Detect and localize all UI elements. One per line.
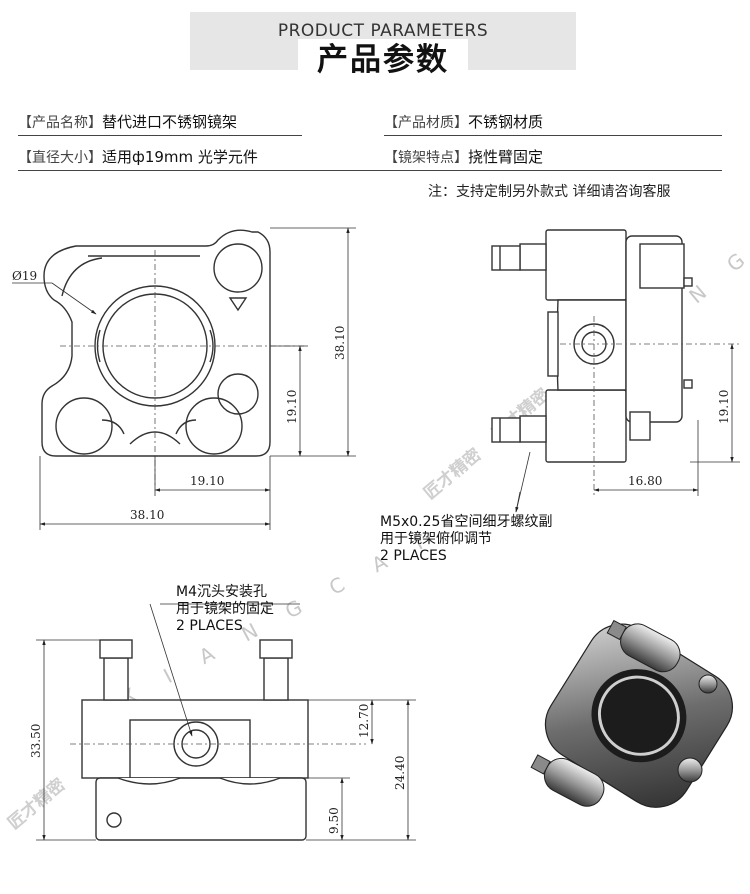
param-value: 挠性臂固定 xyxy=(468,148,544,166)
param-value: 替代进口不锈钢镜架 xyxy=(102,113,238,131)
technical-drawing: X I A N G C A I X I A N G C A I 匠才精密 匠才精… xyxy=(4,210,750,841)
param-label: 【产品材质】 xyxy=(384,115,468,131)
param-product-name: 【产品名称】替代进口不锈钢镜架 xyxy=(18,111,302,136)
watermark-logo-3: 匠才精密 xyxy=(4,774,70,834)
callout-m5-line1: M5x0.25省空间细牙螺纹副 xyxy=(380,514,553,530)
side-view-centerlines xyxy=(560,316,740,496)
dim-diameter: Ø19 xyxy=(12,269,37,283)
callout-m4-hole: M4沉头安装孔 用于镜架的固定 2 PLACES xyxy=(176,584,274,635)
dim-front-half-width: 19.10 xyxy=(190,474,224,488)
callout-m5-thread: M5x0.25省空间细牙螺纹副 用于镜架俯仰调节 2 PLACES xyxy=(380,514,552,565)
param-label: 【产品名称】 xyxy=(18,115,102,131)
watermark-logo: 匠才精密 xyxy=(420,444,486,504)
product-3d-render xyxy=(530,619,733,808)
param-value: 适用ф19mm 光学元件 xyxy=(102,148,258,166)
param-material: 【产品材质】不锈钢材质 xyxy=(384,111,722,136)
front-view xyxy=(41,229,271,457)
dim-front-width: 38.10 xyxy=(130,508,164,522)
front-view-dimensions xyxy=(12,227,356,530)
callout-m4-line2: 用于镜架的固定 xyxy=(176,601,274,617)
dim-bottom-body-height: 24.40 xyxy=(393,756,407,790)
side-view xyxy=(491,229,693,463)
dim-bottom-base-height: 9.50 xyxy=(327,807,341,834)
param-label: 【直径大小】 xyxy=(18,150,102,166)
bottom-view xyxy=(81,639,309,841)
dim-side-depth: 16.80 xyxy=(628,474,662,488)
callout-m5-line3: 2 PLACES xyxy=(380,548,447,564)
callout-m4-line1: M4沉头安装孔 xyxy=(176,584,267,600)
dim-bottom-center-height: 12.70 xyxy=(357,704,371,738)
dim-side-half-height: 19.10 xyxy=(717,390,731,424)
callout-m5-line2: 用于镜架俯仰调节 xyxy=(380,531,492,547)
param-diameter: 【直径大小】适用ф19mm 光学元件 xyxy=(18,146,384,171)
param-feature: 【镜架特点】挠性臂固定 xyxy=(384,146,722,171)
header-banner: PRODUCT PARAMETERS 产品参数 xyxy=(190,12,576,81)
side-view-dimensions xyxy=(515,343,740,513)
callout-m4-line3: 2 PLACES xyxy=(176,618,243,634)
dim-front-height: 38.10 xyxy=(333,326,347,360)
header-title-en: PRODUCT PARAMETERS xyxy=(277,21,489,41)
param-value: 不锈钢材质 xyxy=(468,113,544,131)
header-title-cn: 产品参数 xyxy=(298,39,468,81)
bottom-view-dimensions xyxy=(36,603,416,841)
dim-front-half-height: 19.10 xyxy=(285,390,299,424)
param-label: 【镜架特点】 xyxy=(384,150,468,166)
custom-note: 注：支持定制另外款式 详细请咨询客服 xyxy=(428,184,671,200)
front-view-centerlines xyxy=(60,250,304,486)
dim-bottom-total-height: 33.50 xyxy=(29,724,43,758)
